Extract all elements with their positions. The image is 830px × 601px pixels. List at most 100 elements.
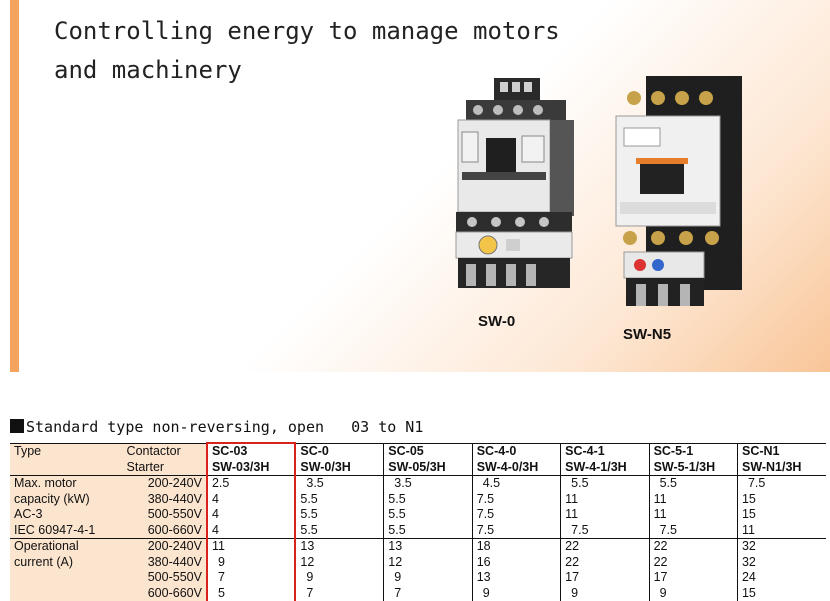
table-cell: 4 xyxy=(207,507,295,523)
table-cell: 9 xyxy=(649,586,737,601)
table-cell: 5.5 xyxy=(561,476,649,492)
model-starter: SW-N1/3H xyxy=(737,460,826,476)
table-cell: 2.5 xyxy=(207,476,295,492)
table-cell: 3.5 xyxy=(384,476,472,492)
headline-line-1: Controlling energy to manage motors xyxy=(54,12,560,51)
voltage-label: 380-440V xyxy=(123,555,207,571)
table-cell: 11 xyxy=(649,507,737,523)
table-cell: 22 xyxy=(649,539,737,555)
sw-n5-caption: SW-N5 xyxy=(623,326,671,343)
table-cell: 22 xyxy=(649,555,737,571)
table-cell: 11 xyxy=(207,539,295,555)
table-cell: 7.5 xyxy=(472,492,560,508)
table-cell: 11 xyxy=(561,507,649,523)
table-cell: 13 xyxy=(384,539,472,555)
sw-n5-product-image xyxy=(606,76,746,308)
table-row: 500-550V 7 9 9 13 17 17 24 xyxy=(10,570,826,586)
table-row: IEC 60947-4-1 600-660V 4 5.5 5.5 7.5 7.5… xyxy=(10,523,826,539)
row-label: Max. motor xyxy=(10,476,123,492)
voltage-label: 500-550V xyxy=(123,507,207,523)
specification-table: Type Contactor SC-03 SC-0 SC-05 SC-4-0 S… xyxy=(10,442,826,601)
table-row: Max. motor 200-240V 2.5 3.5 3.5 4.5 5.5 … xyxy=(10,476,826,492)
table-cell: 32 xyxy=(737,539,826,555)
voltage-label: 500-550V xyxy=(123,570,207,586)
model-contactor: SC-5-1 xyxy=(649,443,737,460)
table-cell: 5.5 xyxy=(384,507,472,523)
model-contactor: SC-03 xyxy=(207,443,295,460)
table-cell: 7.5 xyxy=(472,507,560,523)
table-row: capacity (kW) 380-440V 4 5.5 5.5 7.5 11 … xyxy=(10,492,826,508)
table-cell: 15 xyxy=(737,492,826,508)
table-cell: 9 xyxy=(207,555,295,571)
table-cell: 5.5 xyxy=(649,476,737,492)
type-label: Type xyxy=(10,443,123,460)
table-header-row-contactor: Type Contactor SC-03 SC-0 SC-05 SC-4-0 S… xyxy=(10,443,826,460)
table-cell: 5.5 xyxy=(295,492,383,508)
table-cell: 5 xyxy=(207,586,295,601)
table-cell: 24 xyxy=(737,570,826,586)
sw-0-caption: SW-0 xyxy=(478,313,515,330)
table-cell: 7.5 xyxy=(472,523,560,539)
table-cell: 5.5 xyxy=(384,492,472,508)
table-cell: 22 xyxy=(561,539,649,555)
voltage-label: 200-240V xyxy=(123,476,207,492)
voltage-label: 200-240V xyxy=(123,539,207,555)
table-cell: 4.5 xyxy=(472,476,560,492)
section-title-text: Standard type non-reversing, open 03 to … xyxy=(26,418,423,436)
table-cell: 7.5 xyxy=(561,523,649,539)
starter-label: Starter xyxy=(123,460,207,476)
table-cell: 17 xyxy=(561,570,649,586)
hero-banner: Controlling energy to manage motors and … xyxy=(0,0,830,372)
model-starter: SW-5-1/3H xyxy=(649,460,737,476)
table-cell: 7.5 xyxy=(737,476,826,492)
table-cell: 15 xyxy=(737,586,826,601)
table-cell: 12 xyxy=(295,555,383,571)
table-cell: 12 xyxy=(384,555,472,571)
table-cell: 11 xyxy=(561,492,649,508)
table-row: 600-660V 5 7 7 9 9 9 15 xyxy=(10,586,826,601)
model-starter: SW-4-0/3H xyxy=(472,460,560,476)
table-header-row-starter: Starter SW-03/3H SW-0/3H SW-05/3H SW-4-0… xyxy=(10,460,826,476)
voltage-label: 600-660V xyxy=(123,586,207,601)
row-label xyxy=(10,586,123,601)
table-row: Operational 200-240V 11 13 13 18 22 22 3… xyxy=(10,539,826,555)
table-cell: 18 xyxy=(472,539,560,555)
table-cell: 7 xyxy=(384,586,472,601)
table-cell: 4 xyxy=(207,492,295,508)
table-cell: 4 xyxy=(207,523,295,539)
table-cell: 11 xyxy=(737,523,826,539)
table-cell: 9 xyxy=(561,586,649,601)
table-row: AC-3 500-550V 4 5.5 5.5 7.5 11 11 15 xyxy=(10,507,826,523)
table-cell: 13 xyxy=(472,570,560,586)
accent-bar xyxy=(10,0,19,372)
table-cell: 11 xyxy=(649,492,737,508)
table-cell: 13 xyxy=(295,539,383,555)
table-cell: 7.5 xyxy=(649,523,737,539)
table-cell: 5.5 xyxy=(384,523,472,539)
table-cell: 7 xyxy=(295,586,383,601)
voltage-label: 380-440V xyxy=(123,492,207,508)
voltage-label: 600-660V xyxy=(123,523,207,539)
table-cell: 5.5 xyxy=(295,507,383,523)
square-bullet-icon xyxy=(10,419,24,433)
model-contactor: SC-4-0 xyxy=(472,443,560,460)
model-starter: SW-0/3H xyxy=(295,460,383,476)
model-starter: SW-03/3H xyxy=(207,460,295,476)
row-label: current (A) xyxy=(10,555,123,571)
row-label: AC-3 xyxy=(10,507,123,523)
model-starter: SW-05/3H xyxy=(384,460,472,476)
table-cell: 17 xyxy=(649,570,737,586)
table-cell: 5.5 xyxy=(295,523,383,539)
table-cell: 3.5 xyxy=(295,476,383,492)
table-cell: 15 xyxy=(737,507,826,523)
table-cell: 9 xyxy=(295,570,383,586)
table-cell: 32 xyxy=(737,555,826,571)
row-label: IEC 60947-4-1 xyxy=(10,523,123,539)
section-title: Standard type non-reversing, open 03 to … xyxy=(10,418,423,436)
model-contactor: SC-N1 xyxy=(737,443,826,460)
row-label: capacity (kW) xyxy=(10,492,123,508)
model-starter: SW-4-1/3H xyxy=(561,460,649,476)
contactor-label: Contactor xyxy=(123,443,207,460)
model-contactor: SC-4-1 xyxy=(561,443,649,460)
model-contactor: SC-05 xyxy=(384,443,472,460)
